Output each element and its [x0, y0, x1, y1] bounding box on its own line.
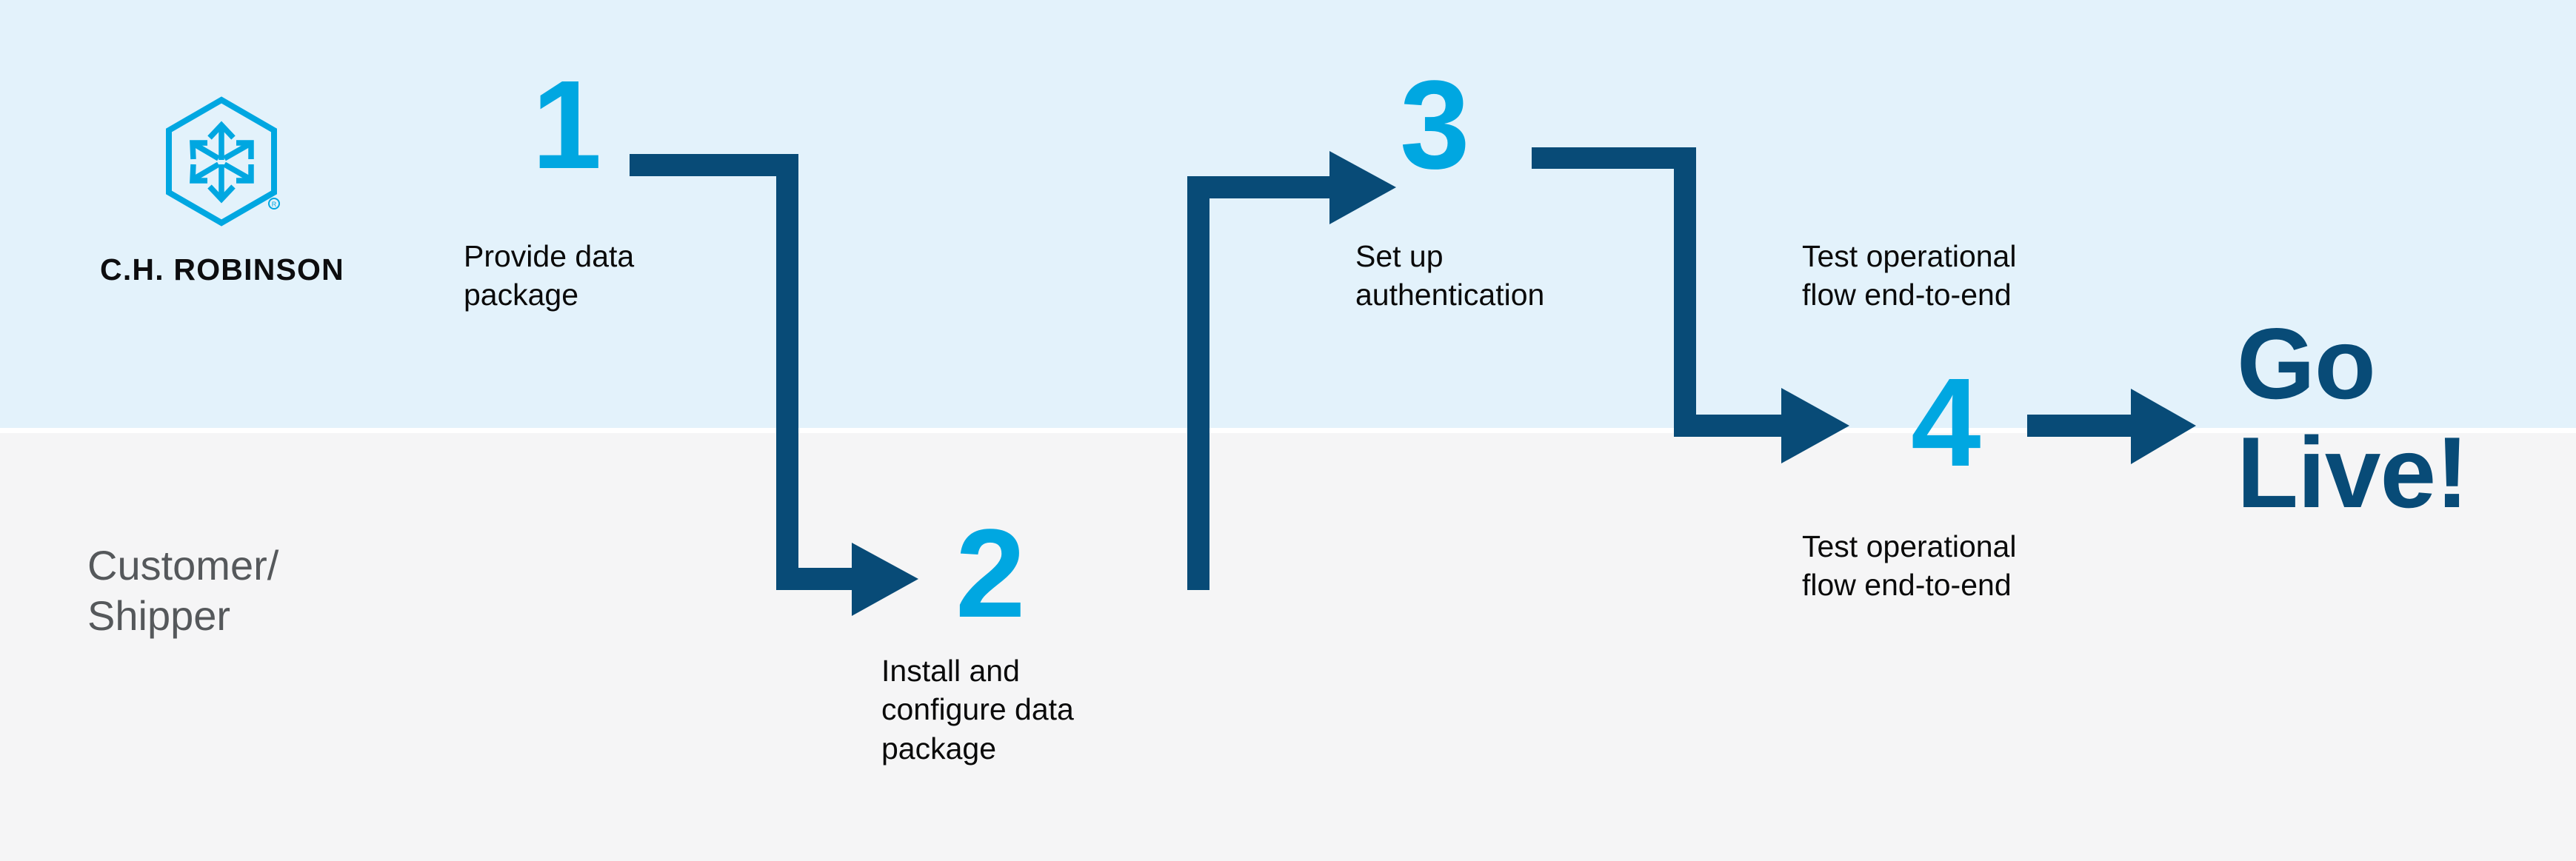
step-number-3: 3 — [1400, 55, 1470, 195]
lane-label-customer-shipper: Customer/Shipper — [87, 540, 398, 642]
brand-wordmark: C.H. ROBINSON — [100, 252, 344, 287]
step-number-1: 1 — [532, 55, 602, 195]
lane-label-text: Customer/Shipper — [87, 542, 279, 640]
svg-text:R: R — [272, 201, 277, 208]
step-number-2: 2 — [955, 503, 1026, 644]
lane-band-ch-robinson — [0, 0, 2576, 428]
lane-band-customer-shipper — [0, 433, 2576, 861]
brand-logo-block: R C.H. ROBINSON — [89, 96, 356, 287]
step-number-4: 4 — [1911, 352, 1981, 493]
registered-mark-icon: R — [268, 198, 280, 210]
hexagon-cube-arrows-icon: R — [166, 96, 280, 227]
